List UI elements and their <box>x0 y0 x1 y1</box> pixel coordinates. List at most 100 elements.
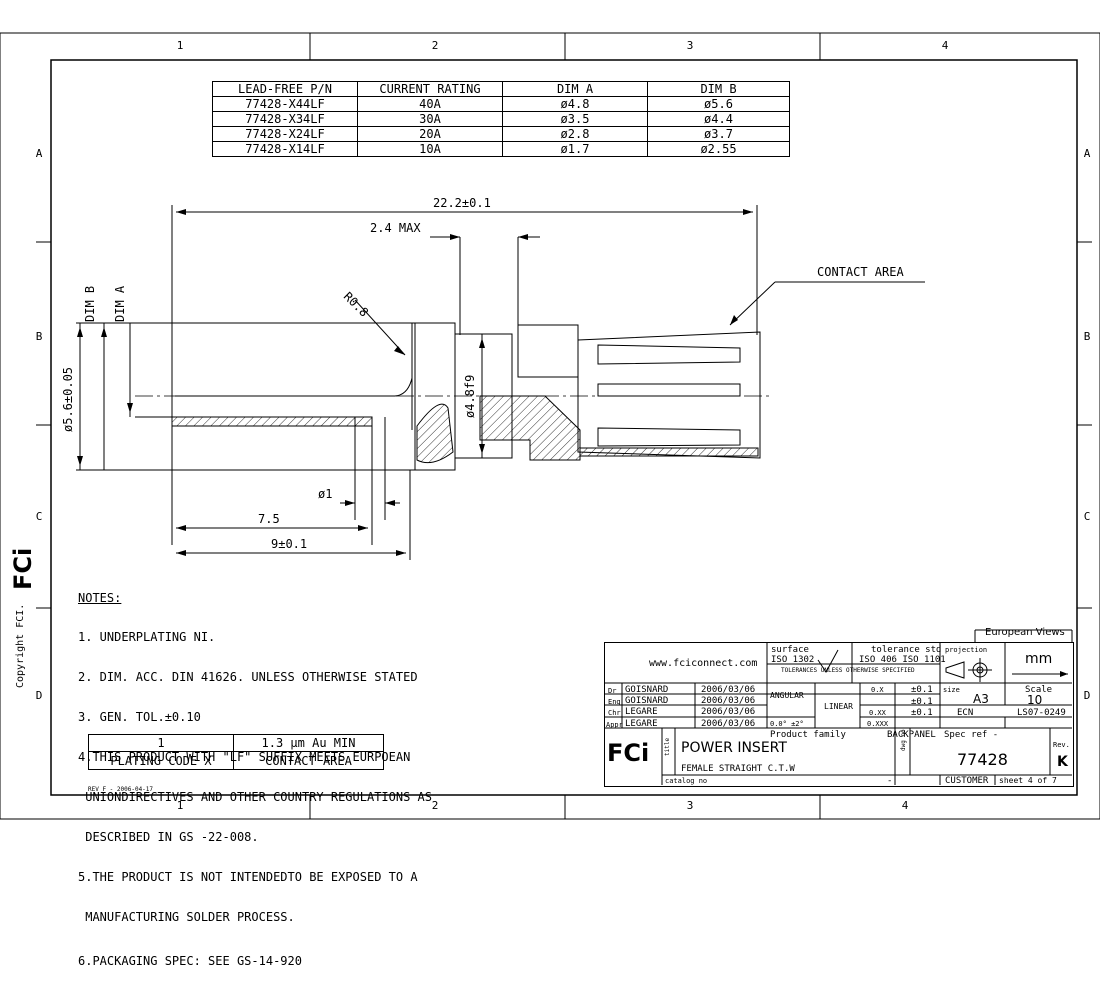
note-line: 2. DIM. ACC. DIN 41626. UNLESS OTHERWISE… <box>78 670 418 685</box>
scale-label: Scale <box>1025 685 1053 695</box>
copyright-text: Copyright FCI. <box>15 603 26 688</box>
ecn-value: LS07-0249 <box>1017 708 1066 718</box>
scale-value: 10 <box>1027 693 1043 707</box>
zone-row-b-right: B <box>1083 330 1091 343</box>
note-line: 5.THE PRODUCT IS NOT INTENDEDTO BE EXPOS… <box>78 869 418 884</box>
cell-pn: 77428-X44LF <box>212 96 358 112</box>
tol-class-1: 0.X <box>871 686 884 694</box>
cell-pn: 77428-X24LF <box>212 126 358 142</box>
table-row: 77428-X44LF 40A ø4.8 ø5.6 <box>212 96 790 112</box>
dim-b-label: DIM B <box>83 285 97 322</box>
zone-col-4-bottom: 4 <box>901 799 909 812</box>
ecn-label: ECN <box>957 708 974 718</box>
dim-diameter-4-8: ø4.8f9 <box>463 374 477 418</box>
cell-dim-a: ø2.8 <box>502 126 648 142</box>
note-line: 1. UNDERPLATING NI. <box>78 630 216 645</box>
note-line: UNIONDIRECTIVES AND OTHER COUNTRY REGULA… <box>78 790 433 805</box>
cell-dim-b: ø5.6 <box>647 96 790 112</box>
surface-label: surface <box>771 645 809 655</box>
dim-overall-length: 22.2±0.1 <box>433 196 491 210</box>
zone-col-1-bottom: 1 <box>176 799 184 812</box>
drawing-title: POWER INSERT <box>681 740 787 756</box>
dim-a-label: DIM A <box>113 285 127 322</box>
role-chr: Chr <box>608 709 621 717</box>
note-line: 6.PACKAGING SPEC: SEE GS-14-920 <box>78 953 302 968</box>
contact-area-label: CONTACT AREA <box>817 265 904 279</box>
zone-row-d-right: D <box>1083 689 1091 702</box>
rev-label: Rev. <box>1053 741 1070 749</box>
zone-row-c-right: C <box>1083 510 1091 523</box>
table-row: 77428-X24LF 20A ø2.8 ø3.7 <box>212 126 790 142</box>
part-number-table: LEAD-FREE P/N CURRENT RATING DIM A DIM B… <box>212 81 790 157</box>
drawing-subtitle: FEMALE STRAIGHT C.T.W <box>681 764 795 774</box>
fci-logo-side: FCi <box>9 547 37 590</box>
cell-dim-b: ø3.7 <box>647 126 790 142</box>
table-row: 77428-X34LF 30A ø3.5 ø4.4 <box>212 111 790 127</box>
zone-col-2-bottom: 2 <box>431 799 439 812</box>
title-label: title <box>664 737 671 756</box>
units-text: mm <box>1025 651 1053 667</box>
cell-dim-b: ø4.4 <box>647 111 790 127</box>
plating-table: 1 1.3 µm Au MIN PLATING CODE X CONTACT A… <box>88 734 384 770</box>
cell-dim-a: ø1.7 <box>502 141 648 157</box>
linear-label: LINEAR <box>824 702 853 711</box>
projection-label: projection <box>945 646 988 654</box>
product-family-value: BACKPANEL <box>887 730 936 740</box>
customer-label: CUSTOMER <box>945 776 989 786</box>
header-dim-b: DIM B <box>647 81 790 97</box>
website-text: www.fciconnect.com <box>649 658 758 669</box>
role-eng: Eng <box>608 698 621 706</box>
zone-col-2-top: 2 <box>431 39 439 52</box>
tolerance-standard: ISO 406 ISO 1101 <box>859 655 946 665</box>
zone-col-3-bottom: 3 <box>686 799 694 812</box>
table-row: 77428-X14LF 10A ø1.7 ø2.55 <box>212 141 790 157</box>
zone-row-a-left: A <box>35 147 43 160</box>
size-label: size <box>943 686 960 694</box>
dim-diameter-1: ø1 <box>318 487 333 501</box>
cell-dim-a: ø4.8 <box>502 96 648 112</box>
spec-ref: Spec ref - <box>944 730 999 740</box>
name-appr: LEGARE <box>625 719 658 729</box>
cell-dim-a: ø3.5 <box>502 111 648 127</box>
tolerance-std-label: tolerance std <box>871 645 942 655</box>
tolerances-note: TOLERANCES UNLESS OTHERWISE SPECIFIED <box>781 667 915 674</box>
header-current: CURRENT RATING <box>357 81 503 97</box>
zone-col-3-top: 3 <box>686 39 694 52</box>
zone-col-4-top: 4 <box>941 39 949 52</box>
notes-block: NOTES: 1. UNDERPLATING NI. 2. DIM. ACC. … <box>78 565 432 981</box>
table-row: 1 1.3 µm Au MIN <box>88 734 384 752</box>
plating-spec-cell: 1.3 µm Au MIN <box>233 734 384 752</box>
dwg-label: dwg no <box>900 729 907 751</box>
name-dr: GOISNARD <box>625 685 669 695</box>
date-dr: 2006/03/06 <box>701 685 756 695</box>
name-chr: LEGARE <box>625 707 658 717</box>
revision-note: REV F - 2006-04-17 <box>88 786 154 793</box>
cell-pn: 77428-X34LF <box>212 111 358 127</box>
dim-diameter-5-6: ø5.6±0.05 <box>61 366 75 432</box>
plating-code-cell: 1 <box>88 734 234 752</box>
angular-tolerance: 0.0° ±2° <box>770 720 804 728</box>
plating-area-header: CONTACT AREA <box>233 751 384 770</box>
dim-length-9: 9±0.1 <box>271 537 308 551</box>
tol-value-2: ±0.1 <box>911 697 933 707</box>
dim-max: 2.4 MAX <box>370 221 421 235</box>
drawing-frame <box>0 32 1100 820</box>
role-appr: Appr <box>606 721 623 729</box>
dwg-number: 77428 <box>957 750 1008 769</box>
size-value: A3 <box>973 692 989 706</box>
notes-title: NOTES: <box>78 590 122 605</box>
cell-current: 30A <box>357 111 503 127</box>
surface-standard: ISO 1302 <box>771 655 815 665</box>
zone-row-b-left: B <box>35 330 43 343</box>
fci-logo: FCi <box>607 739 650 767</box>
tol-class-2: 0.XX <box>869 709 886 717</box>
note-line: DESCRIBED IN GS -22-008. <box>78 829 259 844</box>
header-dim-a: DIM A <box>502 81 648 97</box>
name-eng: GOISNARD <box>625 696 669 706</box>
date-eng: 2006/03/06 <box>701 696 756 706</box>
rev-value: K <box>1057 754 1068 770</box>
note-line: 3. GEN. TOL.±0.10 <box>78 710 201 725</box>
tol-value-3: ±0.1 <box>911 708 933 718</box>
angular-label: ANGULAR <box>770 691 804 700</box>
catalog-value: - <box>887 776 893 786</box>
